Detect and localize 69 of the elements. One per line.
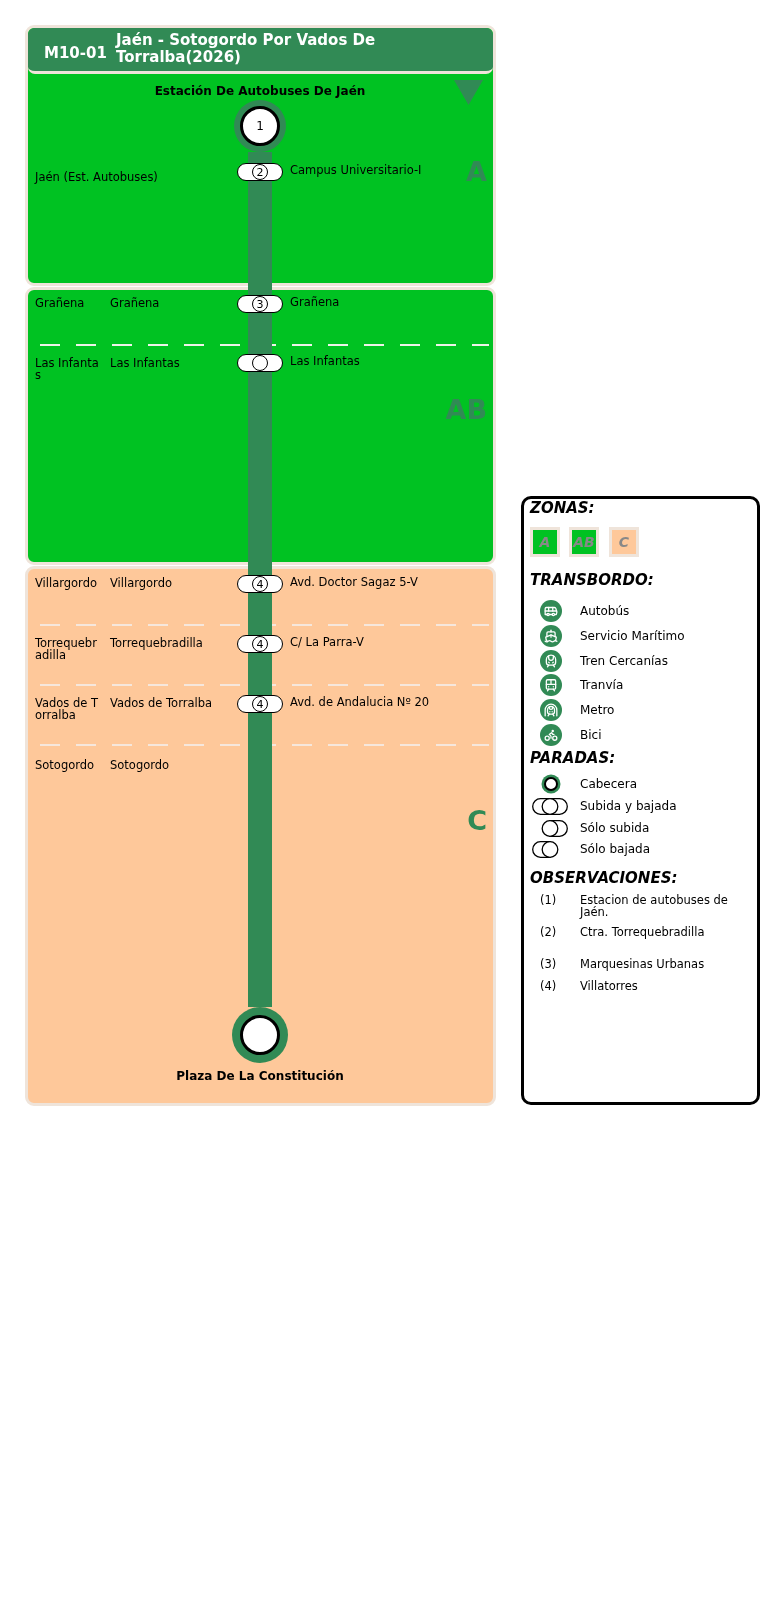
zone-letter: AB: [445, 395, 487, 425]
place-name: Grañena: [35, 297, 86, 309]
stop-name: Estación De Autobuses De Jaén: [154, 84, 366, 98]
terminus-stop: 1: [234, 100, 286, 152]
place-name: Torrequebradilla: [35, 637, 98, 661]
note-text: Ctra. Torrequebradilla: [580, 926, 706, 938]
stop-name: Grañena: [290, 295, 340, 309]
zone-swatch: C: [609, 527, 639, 557]
legend-label: Sólo bajada: [580, 842, 651, 856]
zone-panel: [25, 25, 496, 286]
route-line: [248, 152, 272, 163]
place-name: Vados de Torralba: [110, 697, 213, 709]
note-text: Villatorres: [580, 980, 639, 992]
legend-label: Tranvía: [580, 678, 624, 692]
note-text: (4): [540, 980, 557, 992]
place-name: Las Infantas: [110, 357, 181, 369]
stop-symbol: 4: [237, 695, 283, 713]
route-line: [248, 713, 272, 1007]
legend-heading: PARADAS:: [530, 749, 616, 767]
place-name: Las Infantas: [35, 357, 100, 381]
route-line: [248, 593, 272, 635]
note-text: Estacion de autobuses de Jaén.: [580, 894, 729, 918]
zone-letter: C: [467, 806, 487, 836]
legend-label: Bici: [580, 728, 602, 742]
legend-label: Servicio Marítimo: [580, 629, 685, 643]
stop-name: Avd. Doctor Sagaz 5-V: [290, 575, 418, 589]
note-text: Marquesinas Urbanas: [580, 958, 706, 970]
stop-name: Las Infantas: [290, 354, 360, 368]
note-text: (2): [540, 926, 557, 938]
place-name: Sotogordo: [110, 759, 171, 771]
stop-name: Campus Universitario-I: [290, 163, 422, 177]
stop-symbol: 4: [237, 575, 283, 593]
note-text: (1): [540, 894, 557, 906]
stop-name: C/ La Parra-V: [290, 635, 364, 649]
zone-letter: A: [466, 157, 487, 187]
legend-label: Tren Cercanías: [580, 654, 668, 668]
place-name: Grañena: [110, 297, 161, 309]
place-name: Vados de Torralba: [35, 697, 100, 721]
place-name: Sotogordo: [35, 759, 96, 771]
place-name: Villargordo: [35, 577, 98, 589]
stop-name: Avd. de Andalucia Nº 20: [290, 695, 430, 709]
stop-name: Plaza De La Constitución: [176, 1069, 344, 1083]
place-name: Torrequebradilla: [110, 637, 204, 649]
stop-symbol: [237, 354, 283, 372]
terminus-stop: [232, 1007, 288, 1063]
zone-swatch: A: [530, 527, 560, 557]
route-code: M10-01: [44, 44, 107, 62]
legend-heading: TRANSBORDO:: [530, 571, 654, 589]
legend-label: Cabecera: [580, 777, 637, 791]
route-line: [248, 313, 272, 354]
zone-panel: [25, 566, 496, 1106]
legend-heading: ZONAS:: [530, 499, 595, 517]
place-name: Jaén (Est. Autobuses): [35, 171, 159, 183]
legend-heading: OBSERVACIONES:: [530, 869, 678, 887]
stop-symbol: 2: [237, 163, 283, 181]
place-name: Villargordo: [110, 577, 173, 589]
legend-label: Autobús: [580, 604, 630, 618]
note-text: (3): [540, 958, 557, 970]
route-line: [248, 653, 272, 695]
stop-symbol: 3: [237, 295, 283, 313]
legend-label: Subida y bajada: [580, 799, 677, 813]
route-title: Jaén - Sotogordo Por Vados De Torralba(2026): [116, 32, 377, 66]
zone-swatch: AB: [569, 527, 599, 557]
route-line: [248, 181, 272, 295]
route-line: [248, 372, 272, 575]
zone-panel: [25, 287, 496, 565]
legend-label: Sólo subida: [580, 821, 650, 835]
legend-label: Metro: [580, 703, 615, 717]
stop-symbol: 4: [237, 635, 283, 653]
